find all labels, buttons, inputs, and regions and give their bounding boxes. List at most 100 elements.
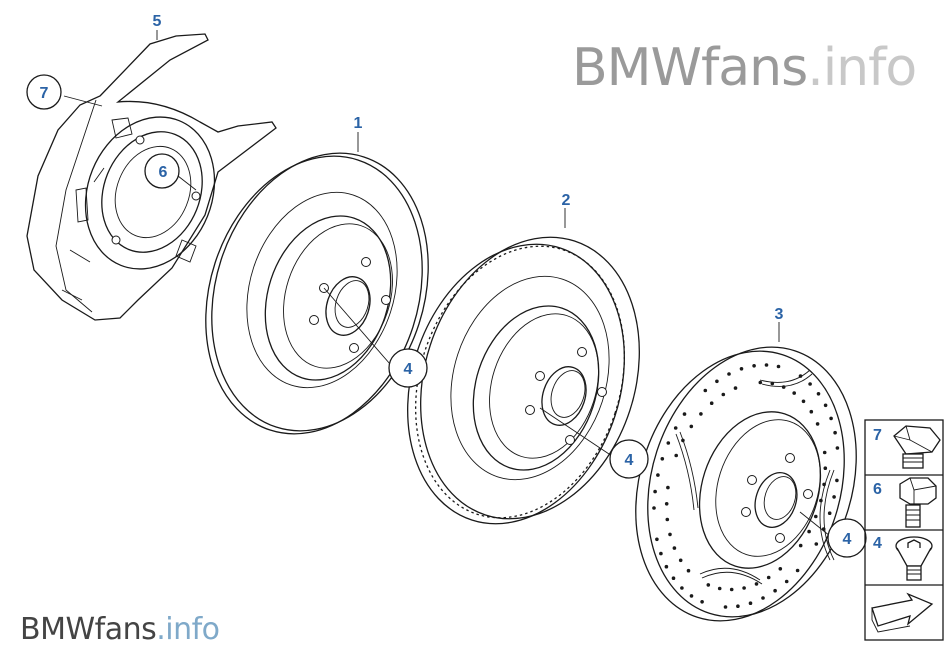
drill-hole xyxy=(664,564,669,569)
hardware-legend: 7 6 4 xyxy=(864,419,944,641)
drill-hole xyxy=(729,587,734,592)
label-disc-drilled[interactable]: 3 xyxy=(775,306,784,323)
label-disc-plain[interactable]: 1 xyxy=(354,115,363,132)
drill-hole xyxy=(827,511,832,515)
drill-hole xyxy=(665,517,670,522)
label-shield-screw[interactable]: 6 xyxy=(159,164,168,181)
drill-hole xyxy=(689,594,694,598)
drill-hole xyxy=(672,546,677,550)
drill-hole xyxy=(717,586,722,591)
drill-hole xyxy=(671,576,676,580)
drill-hole xyxy=(699,412,703,416)
drill-hole xyxy=(706,583,711,587)
brake-disc-ventilated xyxy=(407,236,640,525)
drill-hole xyxy=(835,446,840,450)
part-labels: 5 1 2 3 7 6 4 4 4 xyxy=(26,13,867,558)
drill-hole xyxy=(742,586,746,590)
drill-hole xyxy=(666,441,671,445)
drill-hole xyxy=(652,506,656,510)
drill-hole xyxy=(668,532,672,537)
drill-hole xyxy=(703,388,708,393)
drill-hole xyxy=(656,473,660,477)
drill-hole xyxy=(758,380,763,385)
legend-item-7[interactable]: 7 xyxy=(873,425,941,469)
legend-item-4[interactable]: 4 xyxy=(873,535,933,581)
svg-text:6: 6 xyxy=(873,481,882,498)
drill-hole xyxy=(778,567,783,571)
drill-hole xyxy=(819,498,823,503)
svg-text:7: 7 xyxy=(873,427,882,444)
drill-hole xyxy=(795,568,800,573)
label-bolt-disc-3[interactable]: 4 xyxy=(843,531,852,548)
drill-hole xyxy=(829,416,833,421)
drill-hole xyxy=(792,391,796,395)
label-disc-ventilated[interactable]: 2 xyxy=(562,192,571,209)
drill-hole xyxy=(752,364,756,368)
watermark-suffix: .info xyxy=(156,612,220,647)
drill-hole xyxy=(739,367,744,371)
drill-hole xyxy=(832,495,836,499)
drill-hole xyxy=(823,403,828,408)
drill-hole xyxy=(784,579,789,584)
brake-disc-plain xyxy=(205,152,429,435)
drill-hole xyxy=(700,600,704,604)
drill-hole xyxy=(816,392,821,396)
label-bolt-disc-2[interactable]: 4 xyxy=(625,452,634,469)
drill-hole xyxy=(655,537,659,542)
drill-hole xyxy=(833,430,837,435)
watermark-brand: BMWfans xyxy=(20,612,157,647)
drill-hole xyxy=(754,582,759,586)
drill-hole xyxy=(807,529,811,534)
drill-hole xyxy=(686,568,691,573)
hex-flange-screw-icon xyxy=(899,477,937,528)
nav-arrow-button[interactable] xyxy=(871,592,934,633)
drill-hole xyxy=(822,450,827,455)
drill-hole xyxy=(814,542,819,546)
drill-hole xyxy=(733,386,738,390)
drill-hole xyxy=(664,502,669,506)
drill-hole xyxy=(808,382,812,386)
drill-hole xyxy=(781,385,786,389)
drill-hole xyxy=(776,364,781,369)
watermark-bottom[interactable]: BMWfans.info xyxy=(20,612,220,647)
drill-hole xyxy=(666,485,670,490)
drill-hole xyxy=(723,605,728,609)
drill-hole xyxy=(682,412,687,416)
drill-hole xyxy=(798,374,803,378)
hex-screw-icon xyxy=(893,425,941,469)
countersunk-hex-socket-bolt-icon xyxy=(895,536,933,581)
drill-hole xyxy=(653,489,657,494)
drill-hole xyxy=(801,399,806,404)
drill-hole xyxy=(680,586,684,590)
drill-hole xyxy=(764,363,769,367)
drill-hole xyxy=(748,601,753,605)
drill-hole xyxy=(736,604,740,608)
legend-item-6[interactable]: 6 xyxy=(873,477,937,528)
drill-hole xyxy=(798,543,803,548)
drill-hole xyxy=(809,409,814,414)
drill-hole xyxy=(689,424,694,429)
drill-hole xyxy=(835,478,839,483)
leader-lines xyxy=(63,30,831,537)
drill-hole xyxy=(660,457,665,461)
watermark-brand: BMWfans xyxy=(572,38,808,98)
svg-text:4: 4 xyxy=(873,535,882,552)
drill-hole xyxy=(674,453,678,458)
drill-hole xyxy=(715,379,719,384)
arrow-forward-icon xyxy=(871,592,934,627)
drill-hole xyxy=(721,392,726,397)
label-bolt-disc-1[interactable]: 4 xyxy=(404,361,413,378)
drill-hole xyxy=(815,422,820,426)
label-dust-shield[interactable]: 5 xyxy=(153,13,162,30)
drill-hole xyxy=(681,438,685,443)
drill-hole xyxy=(727,372,731,376)
drill-hole xyxy=(823,466,828,471)
drill-hole xyxy=(773,588,777,593)
drill-hole xyxy=(709,401,714,406)
watermark-top: BMWfans.info xyxy=(572,38,917,98)
drill-hole xyxy=(770,381,775,386)
label-shield-circle[interactable]: 7 xyxy=(40,85,49,102)
brake-disc-drilled-slotted xyxy=(635,346,857,622)
